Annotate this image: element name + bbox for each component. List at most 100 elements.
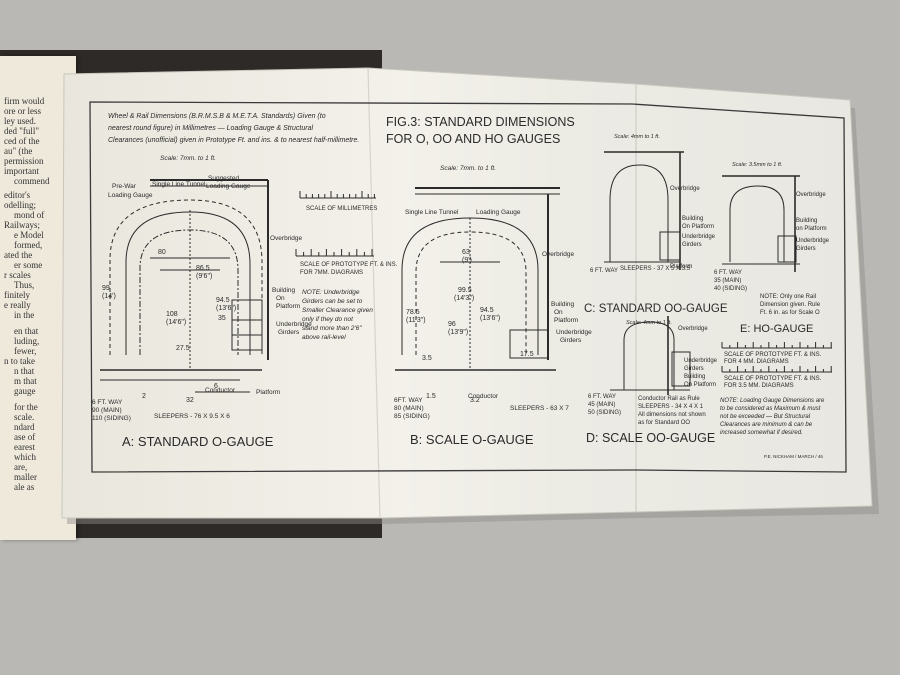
left-page-text: permission — [4, 156, 44, 166]
label-d: Building — [684, 374, 705, 380]
label-d: On Platform — [684, 382, 716, 388]
scale-ticks — [295, 191, 375, 256]
dimension-b: 1.5 — [426, 393, 436, 400]
left-page-text: e Model — [14, 230, 44, 240]
diagram-b — [395, 187, 560, 371]
dimension-a: 35 — [218, 315, 226, 322]
label-b: Single Line Tunnel — [405, 209, 459, 216]
label-b: Platform — [554, 317, 578, 324]
label-b: Underbridge — [556, 329, 592, 336]
dimension-b: 94.5 — [480, 307, 494, 314]
label-a: 110 (SIDING) — [92, 415, 131, 422]
header-note-line: nearest round figure) in Millimetres — L… — [108, 125, 313, 132]
caption-d: D: SCALE OO-GAUGE — [586, 431, 715, 445]
dimension-a: 94.5 — [216, 297, 230, 304]
left-page-text: ced of the — [4, 136, 40, 146]
left-page-text: are, — [14, 462, 28, 472]
left-page-text: n that — [14, 366, 35, 376]
scale-label-d: Scale: 4mm to 1 ft. — [626, 320, 672, 326]
label-d: Girders — [684, 366, 704, 372]
diagram-a — [100, 179, 269, 393]
label-c: 6 FT. WAY — [590, 268, 618, 274]
left-page-text: ore or less — [4, 106, 41, 116]
dimension-b: (13'9") — [448, 329, 468, 336]
label-a: 6 FT. WAY — [92, 399, 123, 406]
label-a: Loading Gauge — [206, 183, 251, 190]
left-page-text: maller — [14, 472, 37, 482]
note-a-line: stand more than 2'6" — [302, 325, 362, 332]
label-e: 35 (MAIN) — [714, 278, 741, 284]
left-page-text: n to take — [4, 356, 35, 366]
scale-note: FOR 3.5 MM. DIAGRAMS — [724, 383, 794, 389]
diagram-d — [610, 316, 691, 395]
dimension-b: 3.2 — [470, 397, 480, 404]
left-page-text: au" (the — [4, 146, 33, 156]
dimension-b: (13'6") — [480, 315, 500, 322]
header-note-line: Wheel & Rail Dimensions (B.R.M.S.B & M.E… — [108, 113, 326, 120]
label-a: Overbridge — [270, 235, 303, 242]
label-b: On — [554, 309, 563, 316]
note-e-line: to be considered as Maximum & must — [720, 406, 821, 412]
label-b: Conductor — [468, 393, 499, 400]
header-note: Wheel & Rail Dimensions (B.R.M.S.B & M.E… — [108, 113, 359, 144]
label-d: Overbridge — [678, 326, 708, 332]
label-d: Conductor Rail as Rule — [638, 396, 700, 402]
note-e-line: Clearances are minimum & can be — [720, 422, 813, 428]
note-a-line: only if they do not — [302, 316, 354, 323]
label-c: Underbridge — [682, 234, 716, 240]
dimension-a: 32 — [186, 397, 194, 404]
dimension-a: (14') — [102, 293, 116, 300]
label-a: Underbridge — [276, 321, 312, 328]
sheet-border — [89, 101, 847, 473]
left-page-text: in the — [14, 310, 35, 320]
label-e: Ft. 6 in. as for Scale O — [760, 310, 820, 316]
label-e: on Platform — [796, 226, 827, 232]
scale-label-a: Scale: 7mm. to 1 ft. — [160, 155, 216, 162]
dimension-a: 2 — [142, 393, 146, 400]
dimension-a: (14'6") — [166, 319, 186, 326]
left-page-text: er some — [14, 260, 43, 270]
label-d: 6 FT. WAY — [588, 394, 616, 400]
loading-gauge-b — [415, 231, 527, 355]
label-a: Conductor — [205, 387, 236, 394]
dimension-a: (13'6") — [216, 305, 236, 312]
label-d: as for Standard OO — [638, 420, 690, 426]
platform-b — [509, 329, 549, 359]
label-d: 45 (MAIN) — [588, 402, 615, 408]
label-e: Girders — [796, 246, 816, 252]
label-d: SLEEPERS - 34 X 4 X 1 — [638, 404, 704, 410]
left-page-text: ley used. — [4, 116, 36, 126]
left-page-text: ale as — [14, 482, 35, 492]
label-a: Building — [272, 287, 296, 294]
dimension-b: 78.5 — [406, 309, 420, 316]
dimension-b: 63 — [462, 249, 470, 256]
label-e: Underbridge — [796, 238, 830, 244]
left-page-text: ated the — [4, 250, 33, 260]
left-page-text: ded "full" — [4, 126, 40, 136]
label-e: Building — [796, 218, 817, 224]
label-a: Loading Gauge — [108, 192, 153, 199]
label-b: Loading Gauge — [476, 209, 521, 216]
scale-note: SCALE OF PROTOTYPE FT. & INS. — [724, 376, 822, 382]
label-b: 6FT. WAY — [394, 397, 423, 404]
scale-ticks-e — [721, 342, 832, 372]
platform-e — [777, 235, 797, 263]
label-b: Building — [551, 301, 575, 308]
left-page-text: editor's — [4, 190, 31, 200]
left-page-text: fewer, — [14, 346, 37, 356]
dimension-a: 99 — [102, 285, 110, 292]
label-c: Platform — [670, 264, 692, 270]
label-e: 40 (SIDING) — [714, 286, 747, 292]
dimension-b: 17.5 — [520, 351, 534, 358]
label-b: 80 (MAIN) — [394, 405, 424, 412]
dimension-a: 27.5 — [176, 345, 190, 352]
note-e-line: increased somewhat if desired. — [720, 430, 803, 436]
scale-note: FOR 7MM. DIAGRAMS — [300, 270, 363, 276]
label-e: Overbridge — [796, 192, 826, 198]
label-b: 85 (SIDING) — [394, 413, 430, 420]
